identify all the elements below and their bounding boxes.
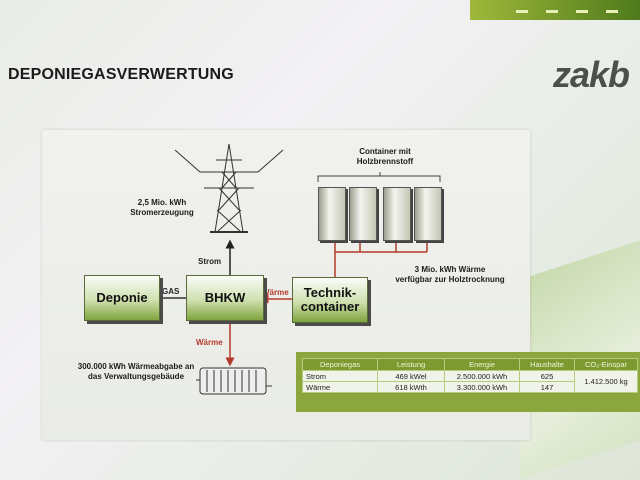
table-cell: 469 kWel [377,370,445,382]
table-row: Strom 469 kWel 2.500.000 kWh 625 1.412.5… [302,370,638,393]
stromerzeugung-text: Stromerzeugung [130,208,194,217]
wood-container [383,187,411,241]
table-cell: Strom [302,370,378,382]
bhkw-label: BHKW [204,290,246,305]
table-cell: 1.412.500 kg [574,370,638,393]
slide-title: DEPONIEGASVERWERTUNG [8,66,234,83]
table-cell: 625 [519,370,575,382]
power-pylon-icon [174,143,284,233]
wood-container [414,187,442,241]
technik-label-line2: container [300,299,360,314]
container-bracket [317,175,441,182]
stromerzeugung-amount: 2,5 Mio. kWh [137,198,187,207]
energy-table-frame: Deponiegas Leistung Energie Haushalte CO… [296,352,640,412]
accent-dash [546,10,558,13]
col-energie: Energie [444,358,520,371]
company-logo: zakb [553,54,630,95]
technik-label-line1: Technik- [303,285,357,300]
table-cell: 3.300.000 kWh [444,381,520,393]
wood-container [349,187,377,241]
verwaltung-line1: 300.000 kWh Wärmeabgabe an [77,362,195,371]
energy-table: Deponiegas Leistung Energie Haushalte CO… [302,358,638,393]
strom-label: Strom [198,257,222,266]
container-title: Container mit Holzbrennstoff [330,147,440,167]
table-row: Wärme 618 kWth 3.300.000 kWh 147 [302,381,638,393]
waerme-right-label: Wärme [262,288,289,297]
gas-label: GAS [162,287,180,296]
table-cell: 147 [519,381,575,393]
accent-dash [576,10,588,13]
wood-container [318,187,346,241]
waerme-holz-amount: 3 Mio. kWh Wärme [414,265,486,274]
accent-dash [606,10,618,13]
col-co2: CO₂-Einspar [574,358,638,371]
waerme-down-label: Wärme [196,338,223,347]
accent-dash [516,10,528,13]
container-title-line1: Container mit [359,147,411,156]
col-deponiegas: Deponiegas [302,358,378,371]
container-title-line2: Holzbrennstoff [356,157,414,166]
table-cell: 2.500.000 kWh [444,370,520,382]
table-cell: Wärme [302,381,378,393]
verwaltung-label: 300.000 kWh Wärmeabgabe an das Verwaltun… [72,362,200,382]
top-accent-bar [470,0,640,20]
stromerzeugung-label: 2,5 Mio. kWh Stromerzeugung [112,198,212,218]
table-header-row: Deponiegas Leistung Energie Haushalte CO… [302,358,638,371]
col-haushalte: Haushalte [519,358,575,371]
bhkw-box: BHKW [186,275,264,321]
col-leistung: Leistung [377,358,445,371]
radiator-icon [196,367,272,395]
deponie-box: Deponie [84,275,160,321]
waerme-holz-label: 3 Mio. kWh Wärme verfügbar zur Holztrock… [385,265,515,285]
verwaltung-line2: das Verwaltungsgebäude [87,372,185,381]
waerme-holz-text: verfügbar zur Holztrocknung [395,275,505,284]
deponie-label: Deponie [96,290,148,305]
technik-container-box: Technik- container [292,277,368,323]
table-cell: 618 kWth [377,381,445,393]
